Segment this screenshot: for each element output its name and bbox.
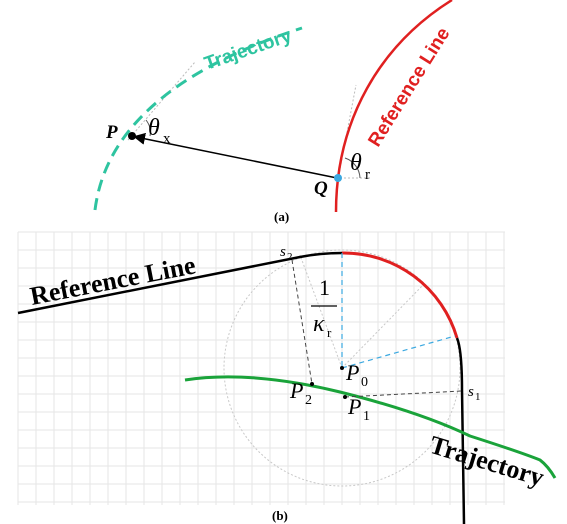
arrow-q-to-p [133, 132, 338, 179]
projection-line-s1 [344, 390, 463, 398]
theta-x-sub: x [163, 131, 171, 147]
trajectory-curve-a [93, 26, 303, 211]
trajectory-label-b: Trajectory [426, 430, 547, 492]
reference-line-b-left [17, 251, 343, 315]
osculating-circle [223, 249, 461, 487]
s1-label: s [468, 384, 474, 400]
theta-x-symbol: θ [148, 115, 160, 141]
theta-r-symbol: θ [350, 150, 362, 176]
point-p1 [343, 395, 347, 399]
tangent-line-p [127, 61, 196, 141]
p2-sub: 2 [305, 393, 312, 408]
radius-line-diagonal [341, 335, 456, 369]
frac-denominator-sub: r [327, 325, 332, 340]
angle-arc-theta-x [145, 119, 151, 137]
point-q-label: Q [314, 178, 328, 199]
frac-denominator: κ [313, 311, 325, 337]
theta-r-sub: r [365, 167, 370, 183]
frac-numerator: 1 [319, 275, 330, 300]
p1-sub: 1 [363, 409, 370, 424]
p2-label: P [289, 378, 303, 403]
s2-label: s [280, 244, 286, 260]
circle-spoke-2 [299, 254, 343, 369]
circle-spoke-1 [341, 282, 426, 369]
background-grid [17, 231, 505, 505]
p0-label: P [345, 360, 359, 385]
reference-line-b-right [455, 337, 466, 524]
panel-a: Trajectory Reference Line P Q θ x θ r (a… [93, 0, 454, 224]
reference-label-b: Reference Line [28, 250, 198, 310]
p1-label: P [347, 394, 361, 419]
point-p2 [310, 382, 314, 386]
point-p [128, 132, 136, 140]
point-q [334, 174, 342, 182]
panel-a-label: (a) [274, 209, 289, 224]
panel-b: Reference Line Trajectory s 2 s 1 1 κ r … [17, 231, 557, 524]
s1-sub: 1 [475, 391, 481, 403]
reference-label-a: Reference Line [364, 24, 454, 151]
s2-sub: 2 [287, 251, 293, 263]
reference-arc-red [341, 251, 459, 339]
trajectory-label-a: Trajectory [202, 25, 295, 75]
panel-b-label: (b) [272, 508, 288, 523]
point-p0 [340, 366, 344, 370]
trajectory-curve-b [184, 375, 557, 479]
angle-arc-theta-r [344, 157, 361, 179]
p0-sub: 0 [361, 375, 368, 390]
point-p-label: P [105, 122, 118, 143]
